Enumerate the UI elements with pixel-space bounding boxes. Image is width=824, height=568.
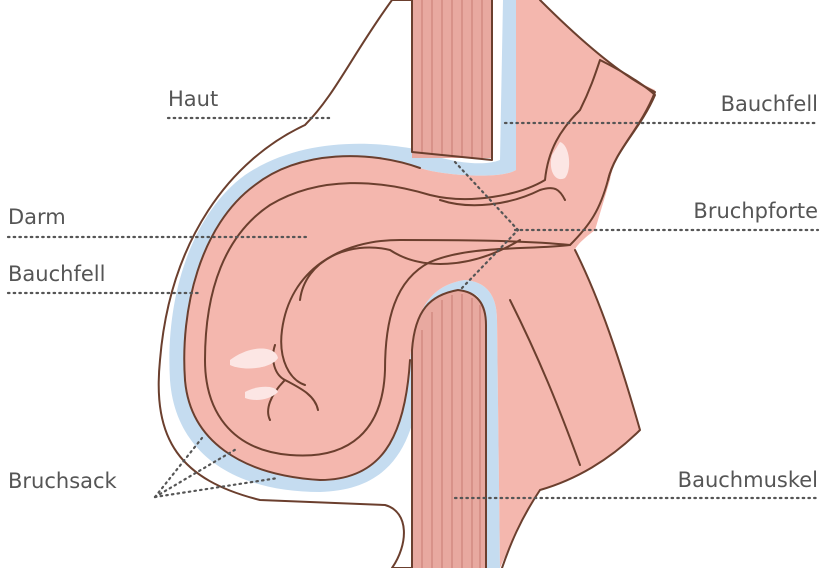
label-darm: Darm: [8, 205, 66, 229]
label-haut: Haut: [168, 87, 218, 111]
skin-layer: [157, 0, 421, 568]
highlight-left: [230, 348, 278, 369]
leader-bruchsack-3: [153, 476, 280, 499]
leader-bruchpforte-up: [453, 160, 520, 232]
label-bruchsack: Bruchsack: [8, 469, 118, 493]
leader-bruchsack-2: [153, 446, 240, 499]
intestine-loop: [204, 59, 656, 457]
intestine-fold-inner: [299, 239, 521, 301]
intestine-crease: [439, 187, 566, 207]
upper-muscle-column: [411, 0, 493, 161]
leader-bruchsack-1: [153, 436, 204, 499]
lower-muscle-column: [411, 289, 487, 568]
label-bruchpforte: Bruchpforte: [693, 199, 818, 223]
highlight-left-2: [245, 386, 278, 400]
leader-bruchpforte-down: [460, 228, 520, 290]
intestine-fold: [280, 239, 571, 386]
label-bauchmuskel: Bauchmuskel: [678, 468, 818, 492]
label-bauchfell-left: Bauchfell: [8, 262, 105, 286]
label-bauchfell-right: Bauchfell: [721, 92, 818, 116]
tissue-outline-right: [501, 0, 656, 568]
highlight-top: [550, 142, 570, 180]
intestine-tip-lines: [267, 344, 319, 421]
tissue-inner-line: [509, 299, 581, 466]
abdominal-tissue: [184, 0, 655, 568]
sac-outline: [183, 155, 421, 481]
